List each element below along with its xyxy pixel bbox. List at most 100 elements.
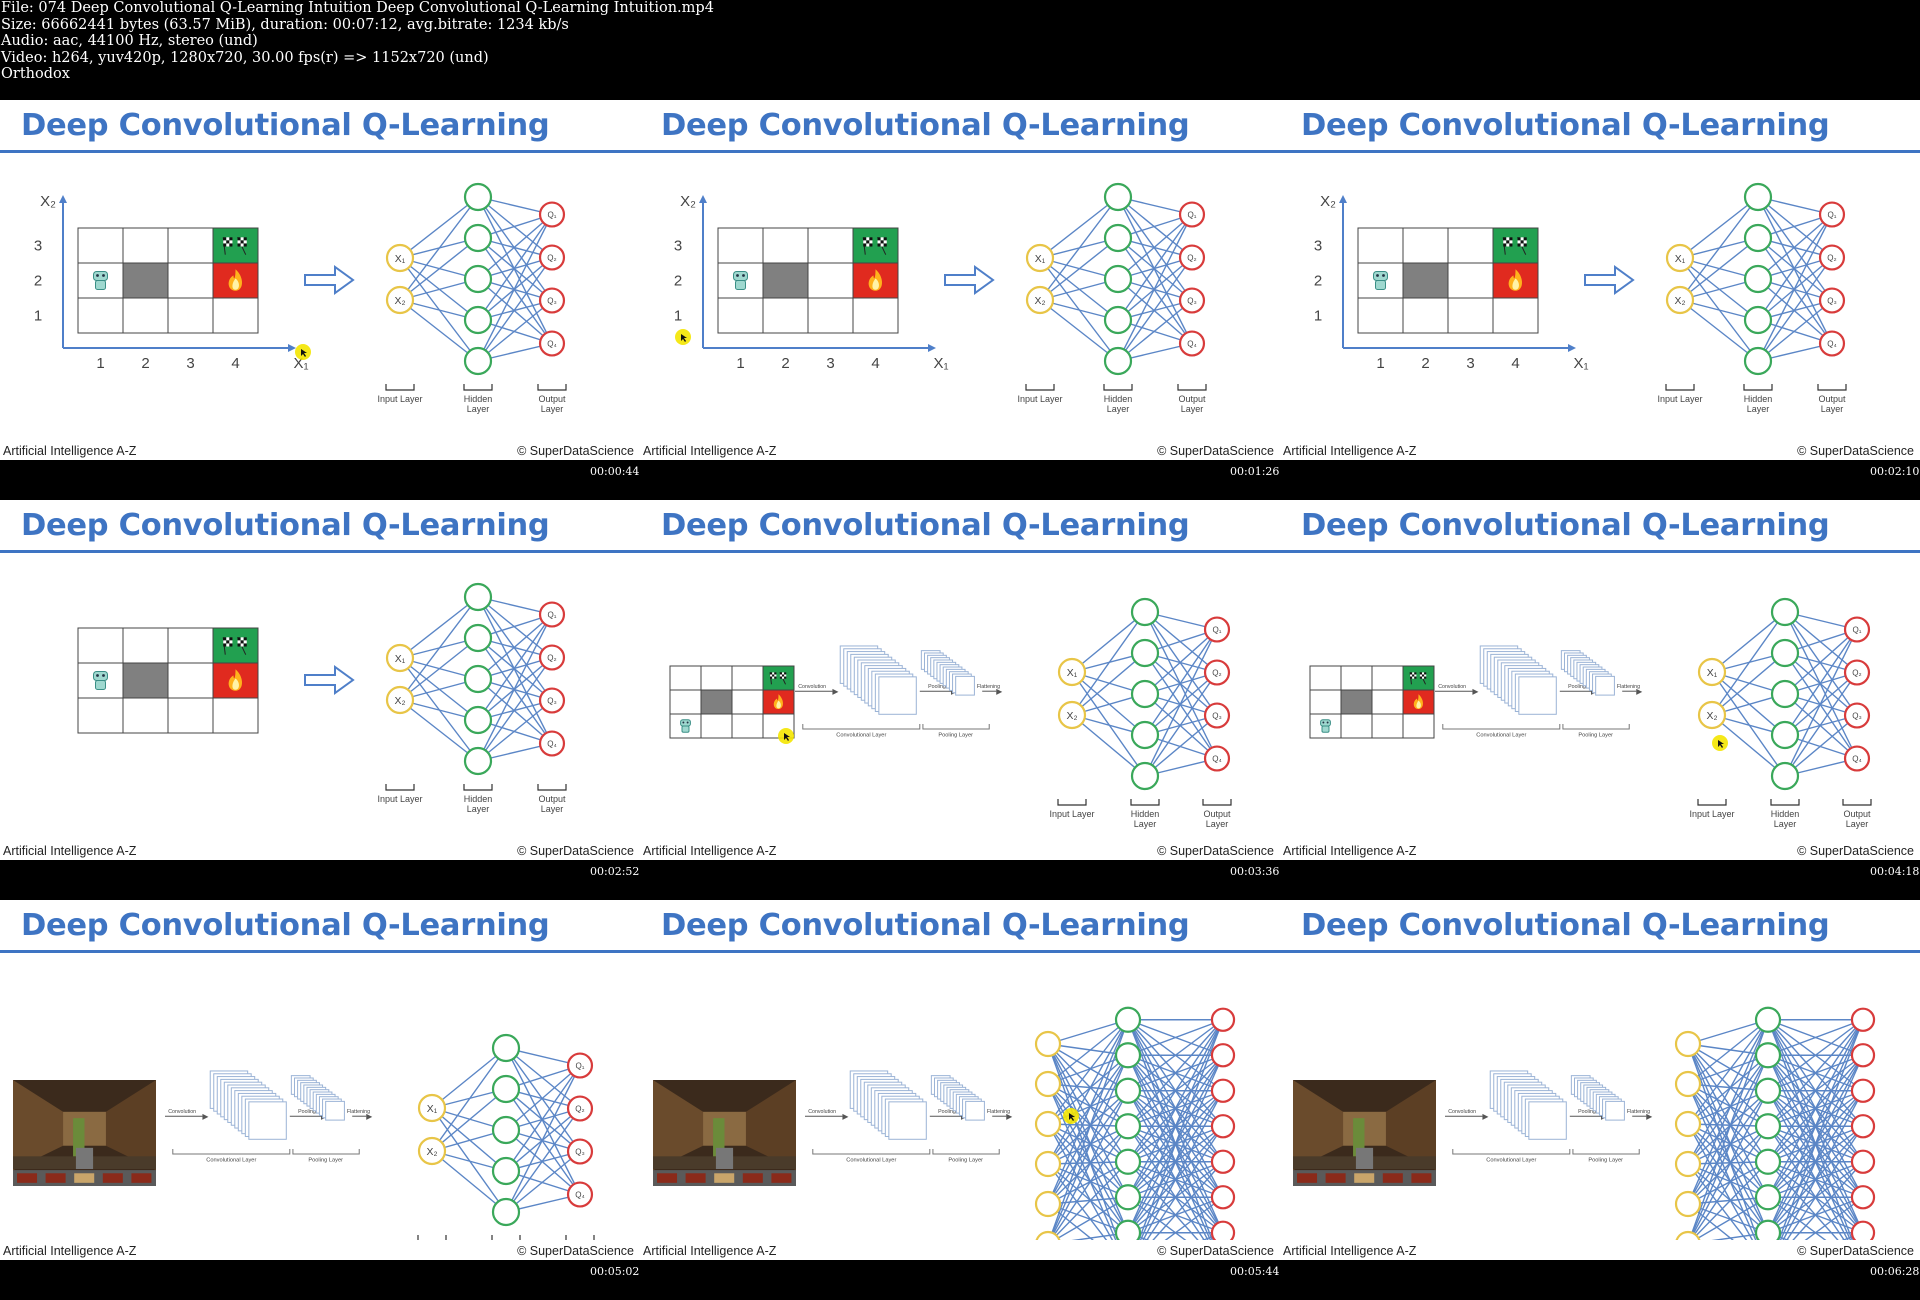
grid-cell [731,713,764,739]
hidden-node [1114,1113,1142,1140]
input-node [1697,657,1727,687]
flattening-label: Flattening [1627,1109,1650,1115]
input-node-label: X₁ [1067,668,1078,679]
hidden-node [1130,679,1160,709]
hidden-node [1130,720,1160,750]
hidden-node [1754,1077,1782,1104]
grid-cell [1402,665,1435,691]
grid-cell [1371,665,1404,691]
grid-cell [122,697,169,734]
output-node-label: Q₃ [1187,297,1197,306]
grid-cell [762,262,809,299]
input-node [417,1136,447,1166]
input-node [1025,285,1055,315]
frame-timestamp: 00:01:26 [1230,465,1280,478]
slide-title: Deep Convolutional Q-Learning [1301,508,1830,543]
grid-cell [77,227,124,264]
output-node-label: Q₄ [1827,340,1837,349]
output-node-label: Q₂ [1852,669,1861,678]
output-node [538,201,566,228]
output-node-label: Q₁ [576,1062,585,1071]
grid-cell [1309,665,1342,691]
hidden-node [1743,223,1773,253]
slide-title: Deep Convolutional Q-Learning [21,908,550,943]
hidden-node [1130,761,1160,791]
input-node [1025,243,1055,273]
grid-cell [122,297,169,334]
output-node [1850,1043,1876,1068]
output-node [566,1052,594,1079]
checkered-flag-icon [222,237,247,255]
output-node-label: Q₂ [575,1105,584,1114]
y-tick-label: 2 [34,273,42,290]
hidden-node [463,223,493,253]
output-node [538,287,566,314]
output-node [1203,616,1231,643]
input-node [417,1093,447,1123]
output-node [1850,1149,1876,1174]
right-arrow-icon [304,265,355,295]
fire-icon [1413,694,1423,710]
footer-copyright: © SuperDataScience [1157,444,1274,458]
convolution-label: Convolution [168,1109,196,1115]
frame-timestamp: 00:02:10 [1870,465,1920,478]
output-node [1818,287,1846,314]
x-tick-label: 1 [736,355,744,372]
grid-cell [1357,297,1404,334]
output-node [1843,745,1871,772]
grid-cell [1492,227,1539,264]
frame-timestamp: 00:02:52 [590,865,640,878]
input-node [1034,1110,1062,1138]
input-node-label: X₁ [1675,254,1686,265]
output-node [1203,745,1231,772]
output-node-label: Q₂ [1827,254,1836,263]
hidden-node [463,664,493,694]
title-underline [640,550,1280,553]
hidden-node [1103,223,1133,253]
checkered-flag-icon [862,237,887,255]
hidden-node [1114,1219,1142,1240]
output-node-label: Q₃ [547,697,557,706]
grid-cell [669,689,702,715]
slide-title: Deep Convolutional Q-Learning [661,908,1190,943]
game-screenshot [13,1080,156,1186]
fire-icon [868,269,883,291]
robot-icon [680,719,691,733]
input-node [385,685,415,715]
frame-timestamp: 00:05:02 [590,1265,640,1278]
hidden-node [491,1033,521,1063]
input-layer-label: Input Layer [1689,809,1734,819]
frame-timestamp: 00:03:36 [1230,865,1280,878]
flattening-label: Flattening [977,684,1000,690]
output-node [538,644,566,671]
file-info-header: File: 074 Deep Convolutional Q-Learning … [0,0,1920,100]
grid-cell [1340,689,1373,715]
output-node [1210,1043,1236,1068]
grid-cell [700,689,733,715]
title-underline [1280,950,1920,953]
input-node [1675,1230,1701,1240]
grid-cell [807,262,854,299]
input-layer-label: Input Layer [377,394,422,404]
checkered-flag-icon [1502,237,1527,255]
title-underline [640,150,1280,153]
robot-icon [1320,719,1331,733]
hidden-node [1103,305,1133,335]
output-node-label: Q₄ [1187,340,1197,349]
hidden-node [1743,346,1773,376]
checkered-flag-icon [769,672,787,685]
convolutional-layer-label: Convolutional Layer [1486,1157,1536,1163]
grid-cell [1402,227,1449,264]
